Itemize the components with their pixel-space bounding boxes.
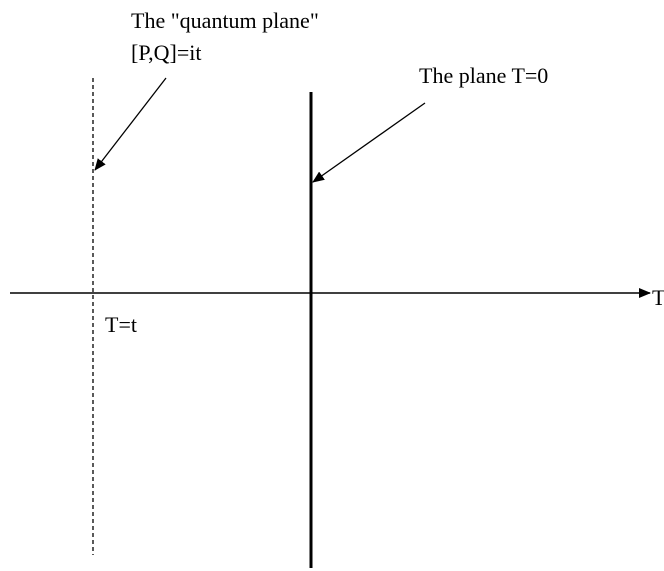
quantum-plane-pointer-arrow xyxy=(94,77,167,171)
t-equals-t-label: T=t xyxy=(105,312,137,337)
plane-t0-label: The plane T=0 xyxy=(419,63,548,88)
quantum-plane-label-title: The "quantum plane" xyxy=(131,8,319,33)
quantum-plane-label-commutator: [P,Q]=it xyxy=(131,40,201,65)
plane-t0-pointer-arrow xyxy=(312,102,426,183)
t-axis-label: T xyxy=(652,285,664,310)
